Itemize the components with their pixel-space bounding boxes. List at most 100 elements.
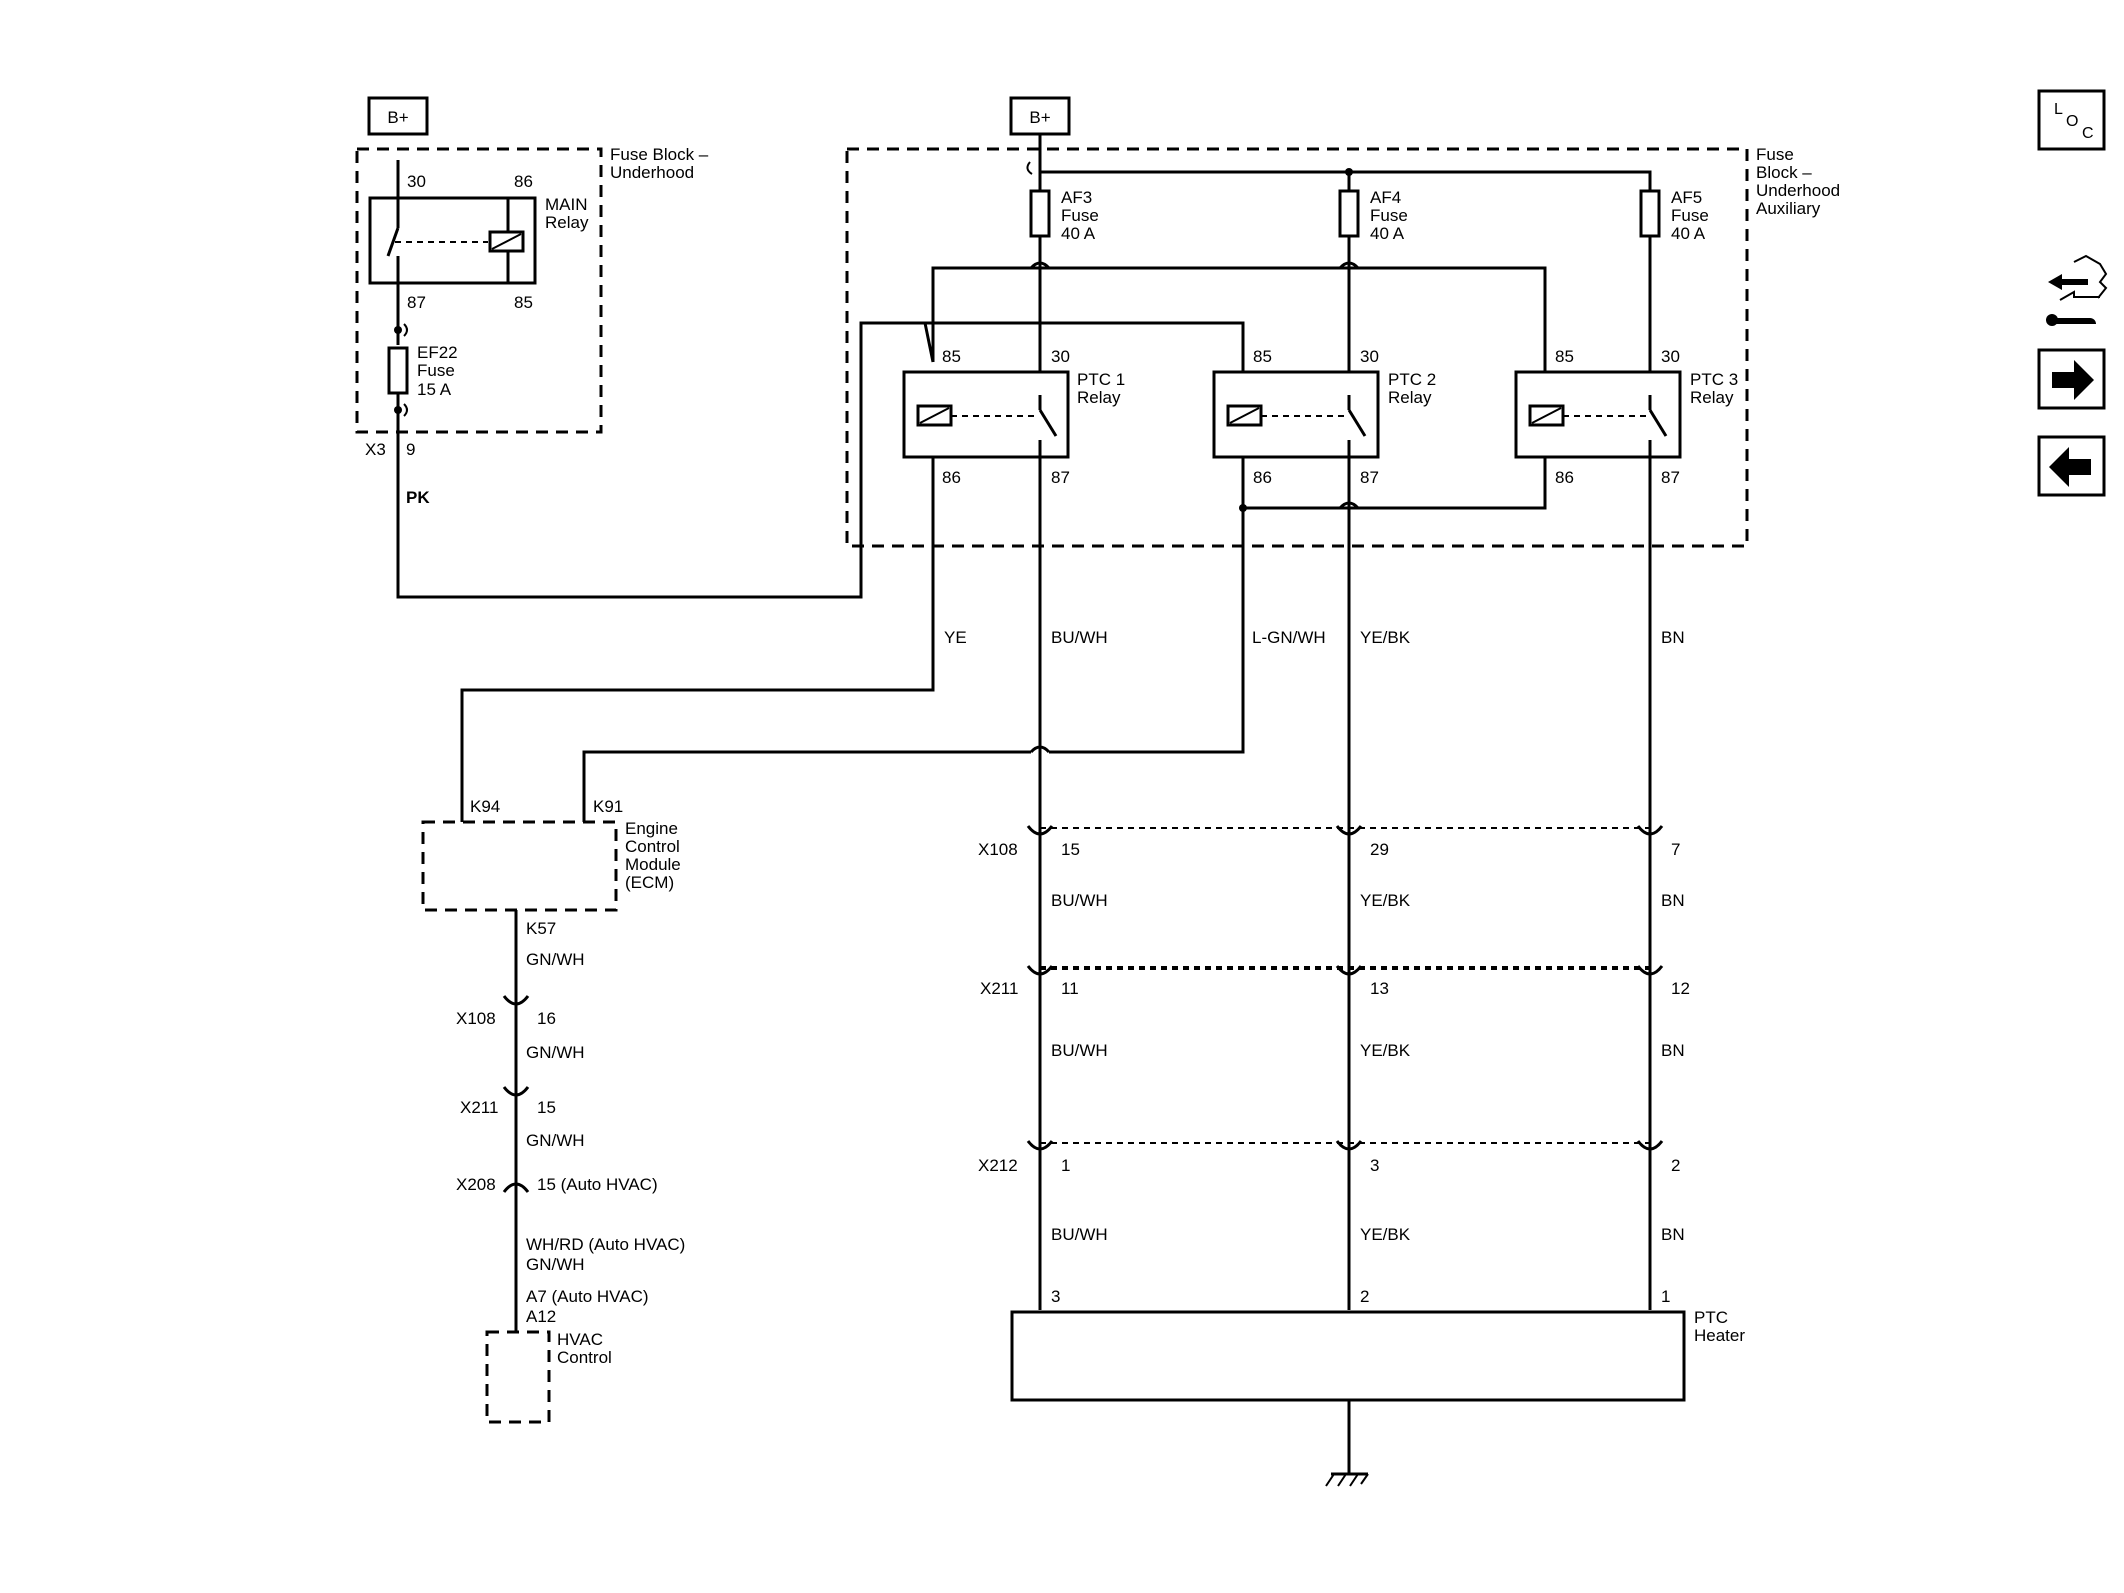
svg-text:Auxiliary: Auxiliary bbox=[1756, 199, 1821, 218]
svg-text:GN/WH: GN/WH bbox=[526, 1043, 585, 1062]
svg-text:40 A: 40 A bbox=[1061, 224, 1096, 243]
svg-text:Control: Control bbox=[557, 1348, 612, 1367]
svg-text:O: O bbox=[2066, 113, 2078, 130]
svg-text:3: 3 bbox=[1370, 1156, 1379, 1175]
af4-fuse: AF4 Fuse 40 A bbox=[1338, 188, 1408, 243]
svg-text:PTC 3: PTC 3 bbox=[1690, 370, 1738, 389]
svg-text:WH/RD (Auto HVAC): WH/RD (Auto HVAC) bbox=[526, 1235, 685, 1254]
bplus-left: B+ bbox=[367, 96, 429, 136]
svg-text:AF3: AF3 bbox=[1061, 188, 1092, 207]
svg-text:X108: X108 bbox=[978, 840, 1018, 859]
svg-text:29: 29 bbox=[1370, 840, 1389, 859]
svg-text:B+: B+ bbox=[387, 108, 408, 127]
af3-fuse: AF3 Fuse 40 A bbox=[1029, 188, 1099, 243]
svg-text:Control: Control bbox=[625, 837, 680, 856]
svg-text:30: 30 bbox=[1360, 347, 1379, 366]
svg-text:11: 11 bbox=[1061, 979, 1079, 998]
svg-text:K57: K57 bbox=[526, 919, 556, 938]
svg-text:1: 1 bbox=[1061, 1156, 1070, 1175]
svg-text:85: 85 bbox=[1555, 347, 1574, 366]
svg-text:13: 13 bbox=[1370, 979, 1389, 998]
svg-text:MAIN: MAIN bbox=[545, 195, 588, 214]
fuse-block-underhood-auxiliary bbox=[845, 147, 1749, 548]
svg-text:GN/WH: GN/WH bbox=[526, 950, 585, 969]
svg-text:YE/BK: YE/BK bbox=[1360, 628, 1411, 647]
svg-text:PTC 2: PTC 2 bbox=[1388, 370, 1436, 389]
svg-text:15: 15 bbox=[1061, 840, 1080, 859]
svg-text:BU/WH: BU/WH bbox=[1051, 628, 1108, 647]
svg-text:87: 87 bbox=[1051, 468, 1070, 487]
svg-text:Relay: Relay bbox=[1388, 388, 1432, 407]
svg-text:Fuse: Fuse bbox=[1671, 206, 1709, 225]
svg-text:Fuse: Fuse bbox=[1370, 206, 1408, 225]
connector-x211: X211 11 13 12 BU/WH YE/BK BN bbox=[980, 965, 1690, 1060]
fuse-block-underhood bbox=[355, 147, 603, 434]
svg-text:86: 86 bbox=[514, 172, 533, 191]
svg-text:16: 16 bbox=[537, 1009, 556, 1028]
next-page-icon[interactable] bbox=[2037, 348, 2106, 410]
svg-text:X211: X211 bbox=[980, 979, 1018, 998]
ground-icon bbox=[1325, 1400, 1369, 1487]
location-view-button[interactable]: L O C bbox=[2037, 89, 2106, 151]
connector-x212: X212 1 3 2 BU/WH YE/BK BN bbox=[978, 1140, 1685, 1244]
ef22-fuse bbox=[387, 346, 409, 395]
svg-text:YE/BK: YE/BK bbox=[1360, 891, 1411, 910]
svg-text:2: 2 bbox=[1671, 1156, 1680, 1175]
svg-text:12: 12 bbox=[1671, 979, 1690, 998]
svg-text:86: 86 bbox=[942, 468, 961, 487]
svg-text:Fuse: Fuse bbox=[417, 361, 455, 380]
svg-text:87: 87 bbox=[1360, 468, 1379, 487]
svg-text:B+: B+ bbox=[1029, 108, 1050, 127]
svg-text:Relay: Relay bbox=[545, 213, 589, 232]
svg-text:BN: BN bbox=[1661, 1225, 1685, 1244]
svg-text:GN/WH: GN/WH bbox=[526, 1255, 585, 1274]
svg-text:Engine: Engine bbox=[625, 819, 678, 838]
svg-text:Relay: Relay bbox=[1077, 388, 1121, 407]
svg-text:Relay: Relay bbox=[1690, 388, 1734, 407]
svg-text:X208: X208 bbox=[456, 1175, 496, 1194]
svg-text:Fuse: Fuse bbox=[1061, 206, 1099, 225]
svg-text:BU/WH: BU/WH bbox=[1051, 1225, 1108, 1244]
svg-text:BN: BN bbox=[1661, 1041, 1685, 1060]
svg-text:X3: X3 bbox=[365, 440, 386, 459]
svg-text:YE/BK: YE/BK bbox=[1360, 1225, 1411, 1244]
svg-text:(ECM): (ECM) bbox=[625, 873, 674, 892]
fuse-block-underhood-label: Fuse Block – bbox=[610, 145, 709, 164]
svg-text:EF22: EF22 bbox=[417, 343, 458, 362]
svg-text:15: 15 bbox=[537, 1098, 556, 1117]
bplus-right: B+ bbox=[1009, 96, 1071, 136]
hvac-control bbox=[485, 1330, 551, 1424]
svg-text:40 A: 40 A bbox=[1671, 224, 1706, 243]
svg-text:85: 85 bbox=[942, 347, 961, 366]
svg-text:Underhood: Underhood bbox=[1756, 181, 1840, 200]
svg-text:1: 1 bbox=[1661, 1287, 1670, 1306]
svg-text:30: 30 bbox=[407, 172, 426, 191]
af5-fuse: AF5 Fuse 40 A bbox=[1639, 188, 1709, 243]
ptc3-relay: 85 30 86 87 PTC 3 Relay bbox=[1514, 347, 1738, 487]
svg-text:86: 86 bbox=[1253, 468, 1272, 487]
svg-text:A7 (Auto HVAC): A7 (Auto HVAC) bbox=[526, 1287, 649, 1306]
svg-text:PTC 1: PTC 1 bbox=[1077, 370, 1125, 389]
ptc1-relay: 85 30 86 87 PTC 1 Relay bbox=[902, 347, 1125, 487]
svg-text:BU/WH: BU/WH bbox=[1051, 891, 1108, 910]
ptc2-relay: 85 30 86 87 PTC 2 Relay bbox=[1212, 347, 1436, 487]
component-view-icon[interactable] bbox=[2046, 254, 2108, 326]
svg-text:L: L bbox=[2054, 101, 2063, 118]
connector-x108: X108 15 29 7 BU/WH YE/BK BN bbox=[978, 825, 1685, 910]
svg-text:15 (Auto HVAC): 15 (Auto HVAC) bbox=[537, 1175, 658, 1194]
svg-text:30: 30 bbox=[1661, 347, 1680, 366]
svg-text:86: 86 bbox=[1555, 468, 1574, 487]
svg-text:AF4: AF4 bbox=[1370, 188, 1401, 207]
previous-page-icon[interactable] bbox=[2037, 435, 2106, 497]
engine-control-module bbox=[421, 820, 618, 912]
svg-text:BN: BN bbox=[1661, 891, 1685, 910]
svg-text:C: C bbox=[2082, 125, 2094, 142]
svg-text:Underhood: Underhood bbox=[610, 163, 694, 182]
svg-text:PTC: PTC bbox=[1694, 1308, 1728, 1327]
svg-text:HVAC: HVAC bbox=[557, 1330, 603, 1349]
svg-text:Block –: Block – bbox=[1756, 163, 1812, 182]
svg-text:Heater: Heater bbox=[1694, 1326, 1745, 1345]
svg-text:X211: X211 bbox=[460, 1098, 498, 1117]
wire-ye: YE bbox=[944, 628, 967, 647]
svg-text:15 A: 15 A bbox=[417, 380, 452, 399]
